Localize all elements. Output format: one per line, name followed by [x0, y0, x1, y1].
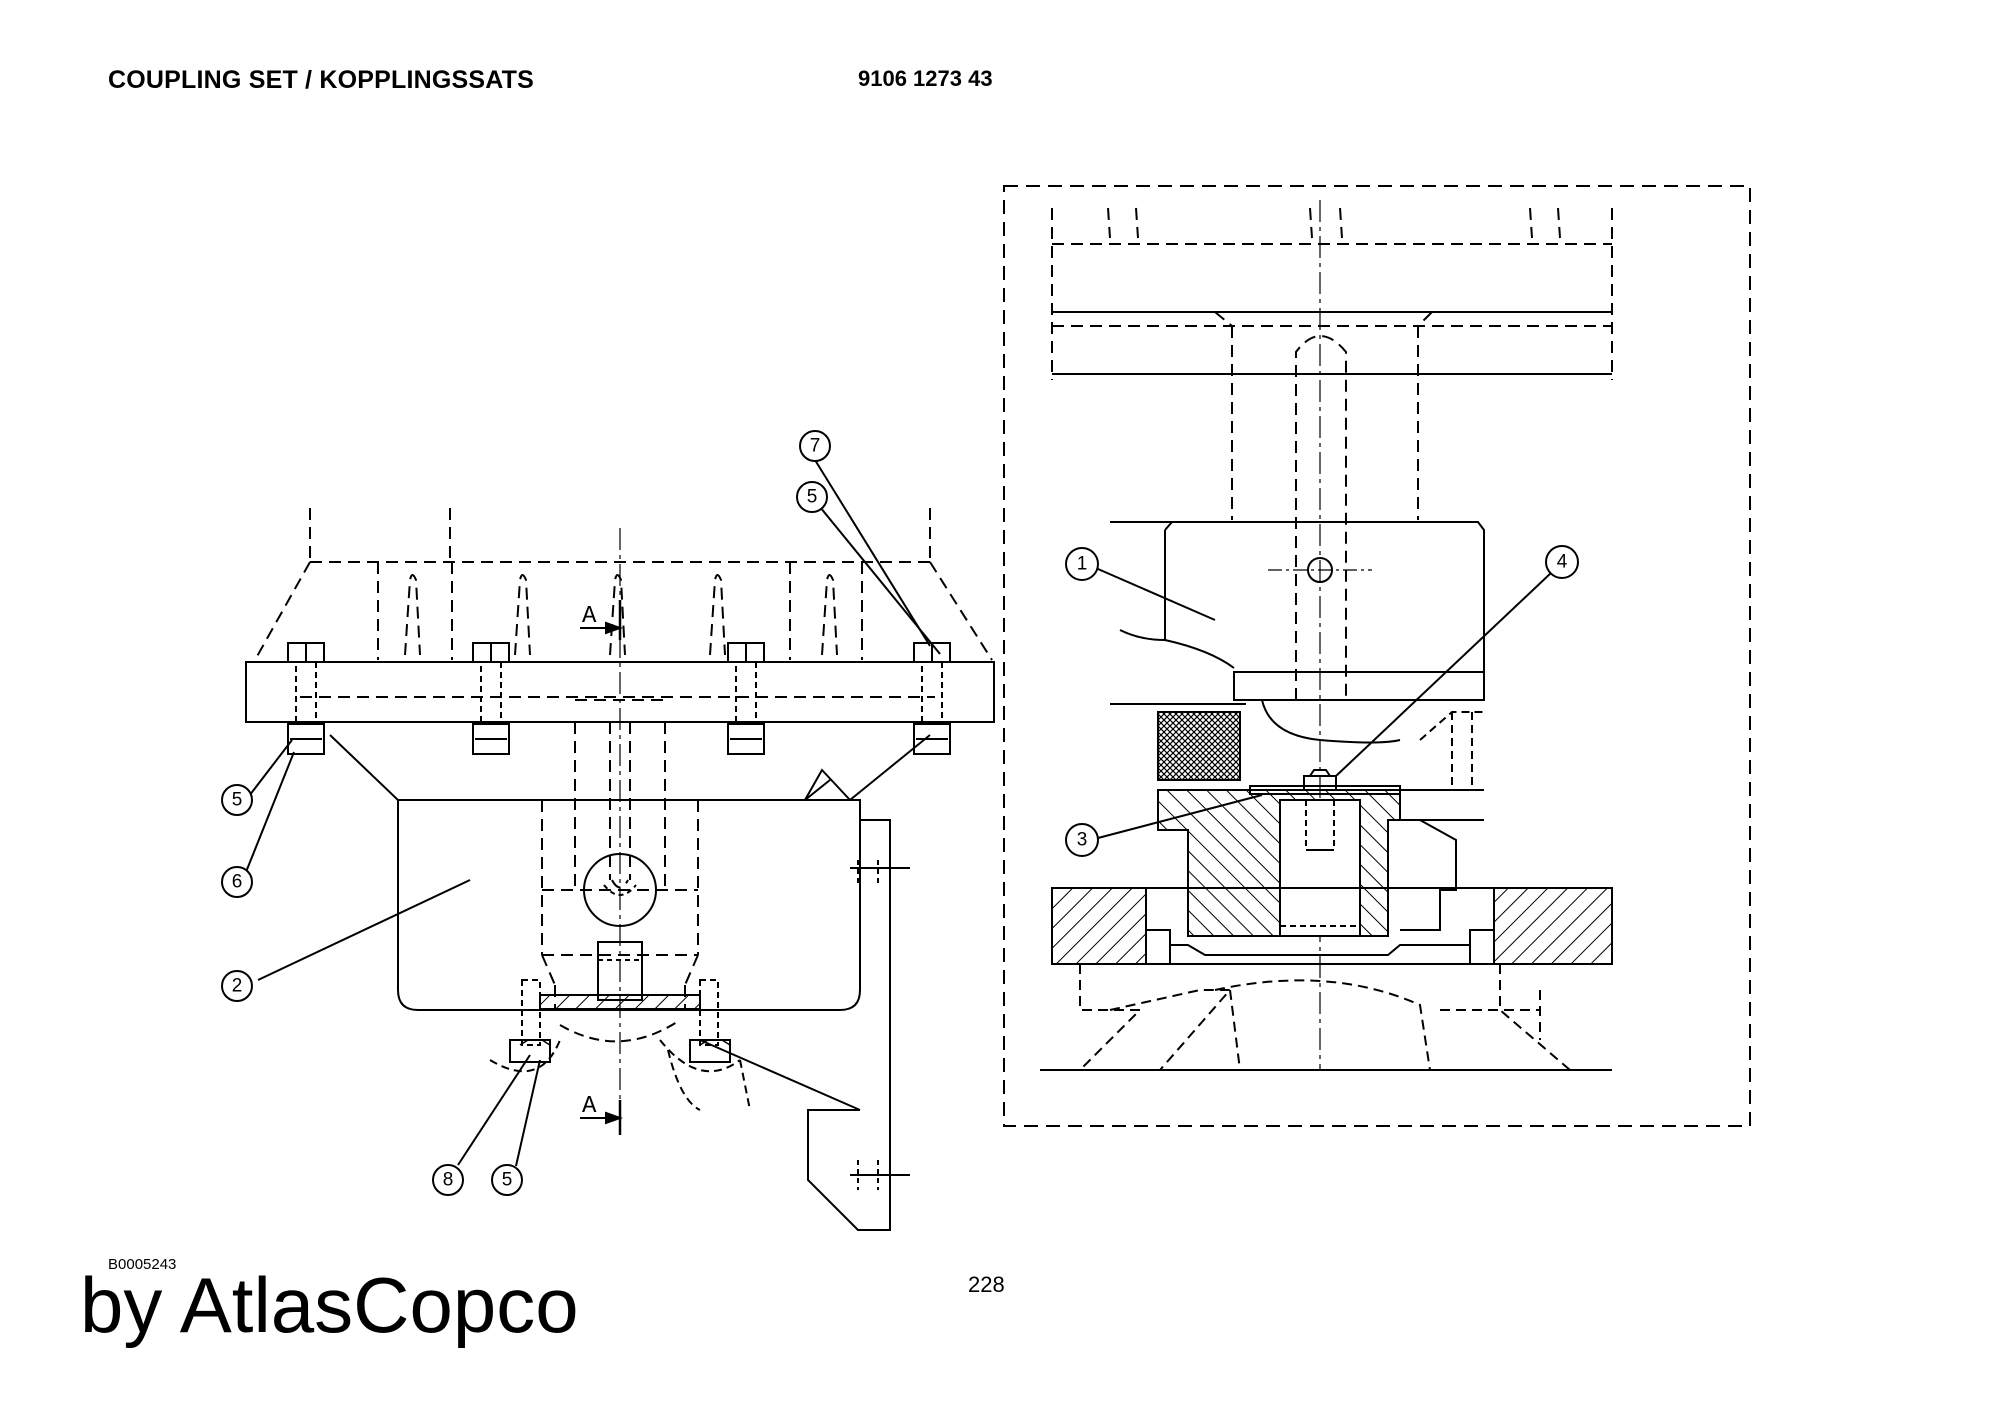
svg-text:1: 1 [1077, 554, 1088, 575]
callout-8: 8 [432, 1164, 464, 1196]
svg-text:7: 7 [810, 436, 821, 457]
left-assembly-view [245, 459, 995, 1231]
svg-text:5: 5 [807, 487, 818, 508]
svg-text:5: 5 [232, 790, 243, 811]
callout-7: 7 [799, 430, 831, 462]
drawing-code: B0005243 [108, 1256, 177, 1273]
callout-2: 2 [221, 970, 253, 1002]
part-number: 9106 1273 43 [858, 66, 993, 91]
section-marker-top: A [582, 603, 597, 630]
callout-6: 6 [221, 866, 253, 898]
callout-4: 4 [1545, 545, 1579, 579]
svg-text:5: 5 [502, 1170, 513, 1191]
svg-text:4: 4 [1557, 552, 1568, 573]
page-number: 228 [968, 1272, 1005, 1297]
flange-bolts-top [287, 642, 951, 723]
callout-1: 1 [1065, 547, 1099, 581]
callout-5-bottom: 5 [491, 1164, 523, 1196]
svg-text:8: 8 [443, 1170, 454, 1191]
callout-5-mid: 5 [221, 784, 253, 816]
svg-text:2: 2 [232, 976, 243, 997]
callout-5-upper: 5 [796, 481, 828, 513]
svg-text:3: 3 [1077, 830, 1088, 851]
detail-section-view [1003, 185, 1751, 1127]
flange-nuts-bottom [287, 723, 951, 755]
section-marker-bottom: A [582, 1093, 597, 1120]
callout-3: 3 [1065, 823, 1099, 857]
brand-wordmark: by AtlasCopco [80, 1261, 579, 1349]
svg-text:6: 6 [232, 872, 243, 893]
page-title: COUPLING SET / KOPPLINGSSATS [108, 66, 535, 94]
